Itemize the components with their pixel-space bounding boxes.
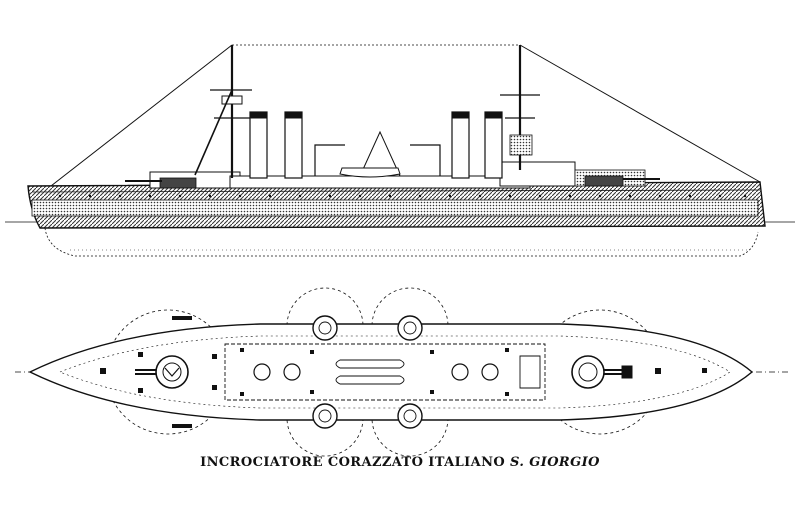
aft-superstructure — [499, 161, 576, 187]
hull-plan — [28, 323, 754, 421]
underwater-hull — [44, 227, 759, 257]
funnel-3 — [451, 111, 470, 179]
funnel-1 — [249, 111, 268, 179]
wing-turret-2 — [397, 315, 423, 341]
launch — [339, 167, 401, 178]
wing-turret-4 — [397, 403, 423, 429]
aft-turret-plan — [571, 355, 605, 389]
funnel-plan-1 — [253, 363, 271, 381]
boat-plan-1 — [335, 359, 405, 369]
aft-stay — [519, 44, 761, 183]
boat-crane-aft — [410, 144, 441, 176]
wing-turret-3 — [312, 403, 338, 429]
deckhouse-plan — [224, 343, 546, 401]
caption-title: INCROCIATORE CORAZZATO ITALIANO — [200, 455, 506, 470]
plan-view — [15, 287, 790, 457]
drawing-caption: INCROCIATORE CORAZZATO ITALIANO S. GIORG… — [0, 455, 800, 470]
boat-crane-fore — [314, 144, 345, 176]
funnel-plan-2 — [283, 363, 301, 381]
funnel-2 — [284, 111, 303, 179]
aft-turret-side — [584, 175, 624, 187]
funnel-4 — [484, 111, 503, 179]
fore-stay — [32, 44, 233, 201]
armor-belt — [31, 199, 759, 217]
wing-turret-1 — [312, 315, 338, 341]
funnel-plan-4 — [481, 363, 499, 381]
side-elevation — [5, 44, 795, 257]
funnel-plan-3 — [451, 363, 469, 381]
fore-turret-side — [159, 177, 197, 189]
fore-turret-plan — [155, 355, 189, 389]
portholes — [58, 194, 747, 198]
caption-ship-name: S. GIORGIO — [510, 455, 600, 470]
boat-plan-2 — [335, 375, 405, 385]
deck-fittings — [100, 316, 707, 428]
